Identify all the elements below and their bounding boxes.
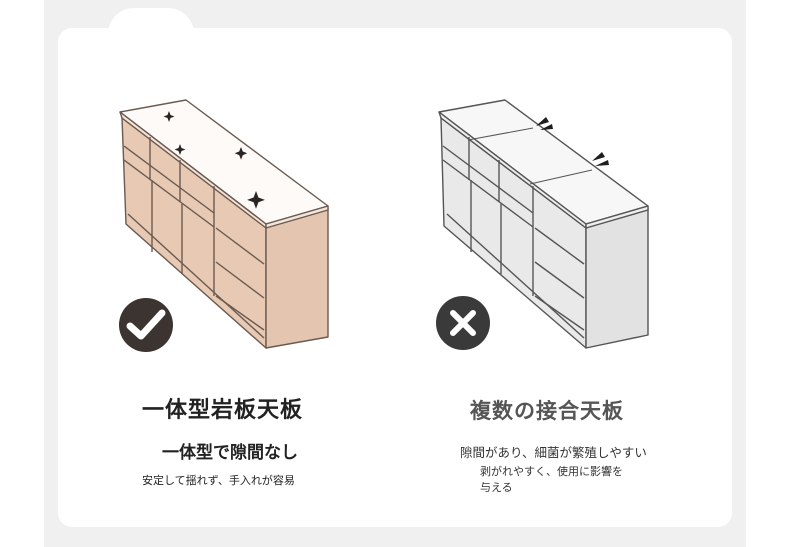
right-description-line2: 剥がれやすく、使用に影響を 与える <box>480 464 623 496</box>
right-description-line2b: 与える <box>480 481 513 494</box>
left-description: 安定して揺れず、手入れが容易 <box>142 474 295 487</box>
right-title: 複数の接合天板 <box>470 399 624 423</box>
card-tab-bump <box>108 8 194 34</box>
right-description-line1: 隙間があり、細菌が繁殖しやすい <box>460 445 647 460</box>
left-subtitle: 一体型で隙間なし <box>162 443 298 463</box>
cross-icon <box>436 296 490 350</box>
left-title: 一体型岩板天板 <box>142 398 304 423</box>
check-icon <box>119 298 173 352</box>
right-description-line2a: 剥がれやすく、使用に影響を <box>480 465 623 478</box>
